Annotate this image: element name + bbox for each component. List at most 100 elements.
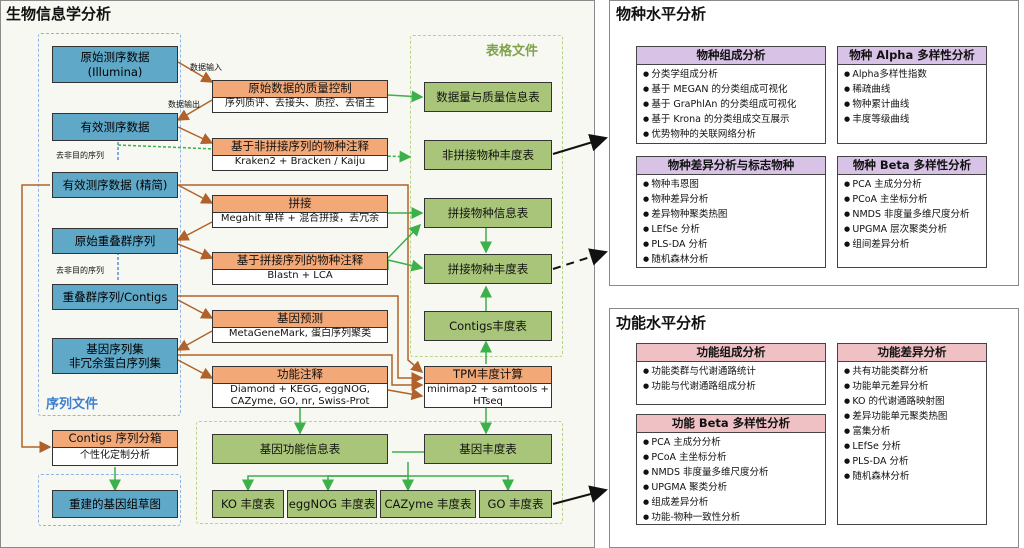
list-item: PLS-DA 分析 <box>643 237 825 252</box>
species-title: 物种水平分析 <box>616 5 707 23</box>
qc-process: 原始数据的质量控制 序列质评、去接头、质控、去宿主 <box>212 80 388 113</box>
raw-sequencing-data: 原始测序数据 (Illumina) <box>52 46 178 83</box>
species-diff-title: 物种差异分析与标志物种 <box>637 157 825 175</box>
list-item: 物种韦恩图 <box>643 177 825 192</box>
table-files-label: 表格文件 <box>486 44 539 59</box>
qc-title: 原始数据的质量控制 <box>213 81 387 98</box>
species-beta-list: PCA 主成分分析 PCoA 主坐标分析 NMDS 非度量多维尺度分析 UPGM… <box>838 177 986 252</box>
gene-abundance-table: 基因丰度表 <box>424 434 552 464</box>
clean-sequencing-data: 有效测序数据 <box>52 113 178 141</box>
clean-data-refined: 有效测序数据 (精简) <box>52 172 178 198</box>
qc-table: 数据量与质量信息表 <box>424 82 552 112</box>
func-annot-sub1: Diamond + KEGG, eggNOG, <box>230 383 370 395</box>
contigs-sequences: 重叠群序列/Contigs <box>52 284 178 310</box>
gene-function-info-table: 基因功能信息表 <box>212 434 388 464</box>
genome-group <box>38 474 181 526</box>
cazyme-abundance-table: CAZyme 丰度表 <box>380 490 476 518</box>
tpm-sub2: HTseq <box>473 396 503 408</box>
species-beta-card: 物种 Beta 多样性分析 PCA 主成分分析 PCoA 主坐标分析 NMDS … <box>837 156 987 268</box>
function-diff-title: 功能差异分析 <box>838 344 986 362</box>
list-item: 随机森林分析 <box>844 469 986 484</box>
list-item: UPGMA 聚类分析 <box>643 480 825 495</box>
raw-data-line2: (Illumina) <box>87 64 143 79</box>
sequence-files-label: 序列文件 <box>46 397 99 412</box>
assembly-annotation-process: 基于拼接序列的物种注释 Blastn + LCA <box>212 252 388 285</box>
function-composition-title: 功能组成分析 <box>637 344 825 362</box>
list-item: NMDS 非度量多维尺度分析 <box>643 465 825 480</box>
list-item: 随机森林分析 <box>643 252 825 267</box>
nonassembly-abundance-table: 非拼接物种丰度表 <box>424 140 552 170</box>
species-composition-card: 物种组成分析 分类学组成分析 基于 MEGAN 的分类组成可视化 基于 GraP… <box>636 46 826 144</box>
species-diff-list: 物种韦恩图 物种差异分析 差异物种聚类热图 LEfSe 分析 PLS-DA 分析… <box>637 177 825 267</box>
assembly-sub: Megahit 单样 + 混合拼接，去冗余 <box>220 212 380 224</box>
list-item: PLS-DA 分析 <box>844 454 986 469</box>
gene-pred-title: 基因预测 <box>213 311 387 328</box>
list-item: 基于 MEGAN 的分类组成可视化 <box>643 82 825 97</box>
asm-annot-title: 基于拼接序列的物种注释 <box>213 253 387 270</box>
gene-prediction-process: 基因预测 MetaGeneMark, 蛋白序列聚类 <box>212 310 388 343</box>
assembly-process: 拼接 Megahit 单样 + 混合拼接，去冗余 <box>212 195 388 228</box>
function-composition-card: 功能组成分析 功能类群与代谢通路统计 功能与代谢通路组成分析 <box>636 343 826 405</box>
binning-sub: 个性化定制分析 <box>80 449 150 461</box>
assembly-title: 拼接 <box>213 196 387 213</box>
assembly-abundance-table: 拼接物种丰度表 <box>424 254 552 284</box>
list-item: PCA 主成分分析 <box>844 177 986 192</box>
qc-sub: 序列质评、去接头、质控、去宿主 <box>225 97 375 109</box>
contigs-abundance-table: Contigs丰度表 <box>424 311 552 341</box>
list-item: 功能类群与代谢通路统计 <box>643 364 825 379</box>
bioinformatics-title: 生物信息学分析 <box>6 5 112 23</box>
raw-contig-sequences: 原始重叠群序列 <box>52 228 178 254</box>
list-item: 物种累计曲线 <box>844 97 986 112</box>
eggnog-abundance-table: eggNOG 丰度表 <box>287 490 377 518</box>
species-composition-title: 物种组成分析 <box>637 47 825 65</box>
remove-nontarget-label-2: 去非目的序列 <box>56 266 104 275</box>
list-item: 物种差异分析 <box>643 192 825 207</box>
function-diff-list: 共有功能类群分析 功能单元差异分析 KO 的代谢通路映射图 差异功能单元聚类热图… <box>838 364 986 484</box>
raw-data-line1: 原始测序数据 <box>80 50 150 65</box>
ko-abundance-table: KO 丰度表 <box>212 490 284 518</box>
species-beta-title: 物种 Beta 多样性分析 <box>838 157 986 175</box>
function-beta-card: 功能 Beta 多样性分析 PCA 主成分分析 PCoA 主坐标分析 NMDS … <box>636 414 826 525</box>
sequence-files-group <box>38 33 181 416</box>
list-item: 功能-物种一致性分析 <box>643 510 825 525</box>
function-title: 功能水平分析 <box>616 314 707 332</box>
list-item: PCoA 主坐标分析 <box>643 450 825 465</box>
list-item: 富集分析 <box>844 424 986 439</box>
remove-nontarget-label-1: 去非目的序列 <box>56 151 104 160</box>
list-item: UPGMA 层次聚类分析 <box>844 222 986 237</box>
data-output-label: 数据输出 <box>168 100 200 109</box>
tpm-title: TPM丰度计算 <box>425 367 551 384</box>
list-item: 组间差异分析 <box>844 237 986 252</box>
list-item: 组成差异分析 <box>643 495 825 510</box>
list-item: 稀疏曲线 <box>844 82 986 97</box>
list-item: 基于 GraPhlAn 的分类组成可视化 <box>643 97 825 112</box>
list-item: 分类学组成分析 <box>643 67 825 82</box>
binning-title: Contigs 序列分箱 <box>53 431 177 448</box>
list-item: PCoA 主坐标分析 <box>844 192 986 207</box>
species-alpha-title: 物种 Alpha 多样性分析 <box>838 47 986 65</box>
list-item: 功能单元差异分析 <box>844 379 986 394</box>
gene-set-box: 基因序列集 非冗余蛋白序列集 <box>52 338 178 374</box>
func-annot-title: 功能注释 <box>213 367 387 384</box>
list-item: KO 的代谢通路映射图 <box>844 394 986 409</box>
function-tables-group <box>196 421 563 524</box>
tpm-process: TPM丰度计算 minimap2 + samtools + HTseq <box>424 366 552 408</box>
species-composition-list: 分类学组成分析 基于 MEGAN 的分类组成可视化 基于 GraPhlAn 的分… <box>637 67 825 142</box>
list-item: 优势物种的关联网络分析 <box>643 127 825 142</box>
go-abundance-table: GO 丰度表 <box>479 490 552 518</box>
list-item: 差异功能单元聚类热图 <box>844 409 986 424</box>
list-item: 功能与代谢通路组成分析 <box>643 379 825 394</box>
nonassembly-sub: Kraken2 + Bracken / Kaiju <box>234 155 366 167</box>
nonassembly-title: 基于非拼接序列的物种注释 <box>213 139 387 156</box>
function-beta-title: 功能 Beta 多样性分析 <box>637 415 825 433</box>
species-alpha-card: 物种 Alpha 多样性分析 Alpha多样性指数 稀疏曲线 物种累计曲线 丰度… <box>837 46 987 144</box>
function-diff-card: 功能差异分析 共有功能类群分析 功能单元差异分析 KO 的代谢通路映射图 差异功… <box>837 343 987 525</box>
gene-set-line2: 非冗余蛋白序列集 <box>69 356 161 370</box>
list-item: 差异物种聚类热图 <box>643 207 825 222</box>
species-diff-card: 物种差异分析与标志物种 物种韦恩图 物种差异分析 差异物种聚类热图 LEfSe … <box>636 156 826 268</box>
list-item: NMDS 非度量多维尺度分析 <box>844 207 986 222</box>
func-annot-sub2: CAZyme, GO, nr, Swiss-Prot <box>230 396 370 408</box>
reconstructed-genome: 重建的基因组草图 <box>52 490 178 518</box>
list-item: LEfSe 分析 <box>643 222 825 237</box>
list-item: 基于 Krona 的分类组成交互展示 <box>643 112 825 127</box>
